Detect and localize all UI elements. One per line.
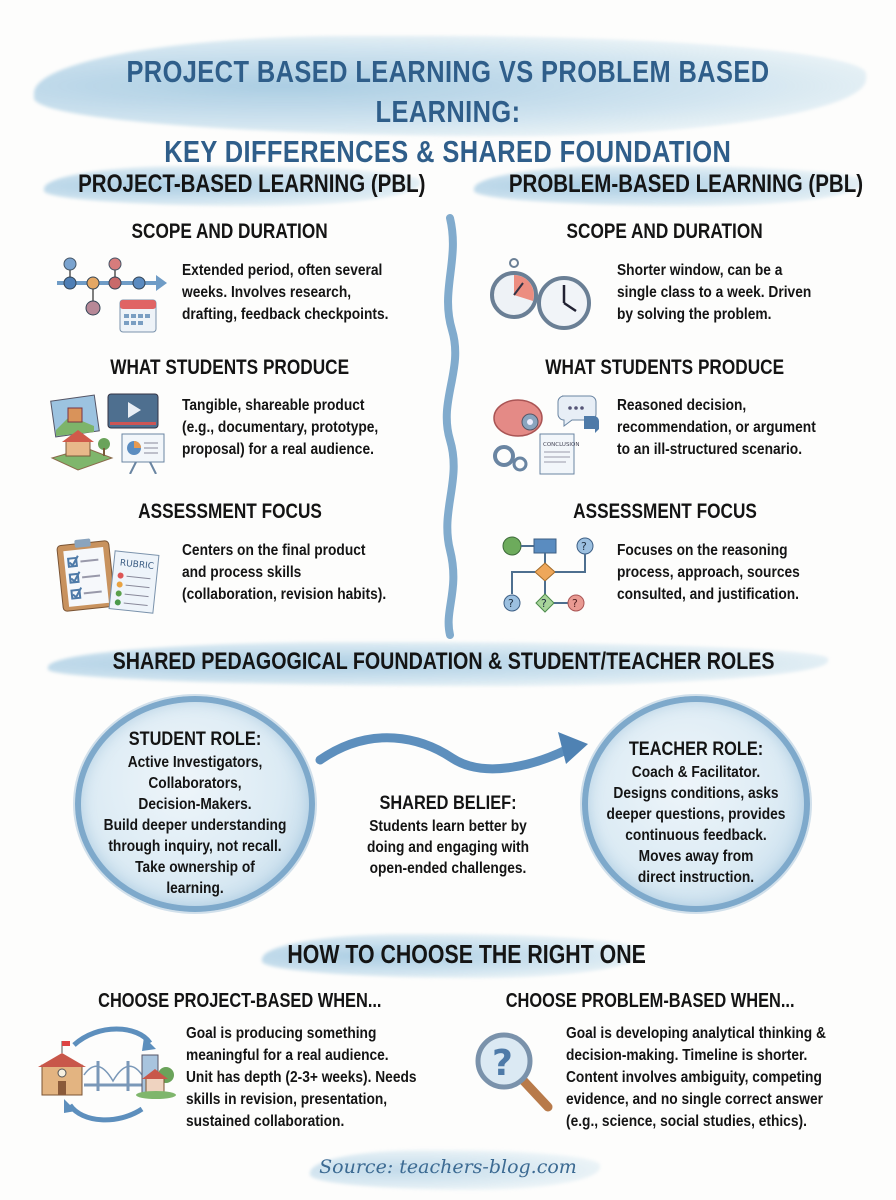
project-produce-text: Tangible, shareable product(e.g., docume… [182, 397, 379, 458]
svg-text:?: ? [581, 540, 587, 553]
teacher-role-circle [582, 696, 810, 912]
problem-produce-heading: WHAT STUDENTS PRODUCE [545, 356, 785, 379]
svg-text:?: ? [572, 597, 578, 610]
problem-header-wash [474, 166, 862, 206]
shared-header-wash [48, 642, 828, 686]
choose-project-heading: CHOOSE PROJECT-BASED WHEN... [98, 990, 382, 1012]
student-role-circle [75, 696, 315, 912]
shared-header: SHARED PEDAGOGICAL FOUNDATION & STUDENT/… [112, 648, 775, 675]
brain-gears-document-icon: CONCLUSION [493, 395, 599, 475]
stopwatch-clock-icon [490, 258, 591, 330]
choose-problem-text: Goal is developing analytical thinking &… [566, 1025, 826, 1130]
page-title: PROJECT BASED LEARNING VS PROBLEM BASED … [126, 54, 770, 169]
student-role-text: STUDENT ROLE: Active Investigators, Coll… [103, 729, 287, 897]
project-assessment-heading: ASSESSMENT FOCUS [138, 500, 322, 523]
source-wash [310, 1150, 600, 1190]
problem-produce-text: Reasoned decision,recommendation, or arg… [617, 397, 816, 458]
school-bridge-community-icon [38, 1026, 176, 1123]
flow-arrow [315, 732, 588, 774]
problem-header: PROBLEM-BASED LEARNING (PBL) [508, 170, 864, 198]
svg-text:RUBRIC: RUBRIC [119, 558, 154, 572]
magnifier-question-icon: ? [475, 1032, 553, 1112]
wavy-divider [442, 214, 460, 639]
project-header-wash [44, 166, 420, 206]
flowchart-icon: ? ? ? ? [502, 536, 594, 613]
problem-scope-heading: SCOPE AND DURATION [566, 220, 764, 243]
problem-assessment-heading: ASSESSMENT FOCUS [573, 500, 757, 523]
project-header: PROJECT-BASED LEARNING (PBL) [78, 170, 426, 198]
timeline-calendar-icon [57, 257, 167, 333]
svg-text:?: ? [508, 597, 514, 610]
clipboard-rubric-icon: RUBRIC [56, 538, 160, 614]
source-credit: Source: teachers-blog.com [319, 1156, 577, 1178]
choose-problem-heading: CHOOSE PROBLEM-BASED WHEN... [505, 990, 795, 1012]
media-products-icon [50, 393, 165, 474]
svg-text:CONCLUSION: CONCLUSION [543, 442, 580, 448]
project-produce-heading: WHAT STUDENTS PRODUCE [110, 356, 350, 379]
svg-text:?: ? [541, 597, 547, 610]
title-wash [34, 36, 866, 136]
teacher-role-text: TEACHER ROLE: Coach & Facilitator. Desig… [606, 739, 786, 886]
choose-header: HOW TO CHOOSE THE RIGHT ONE [287, 939, 646, 969]
choose-header-wash [262, 934, 642, 978]
shared-belief-text: SHARED BELIEF: Students learn better by … [366, 793, 530, 877]
svg-text:?: ? [492, 1043, 513, 1084]
project-scope-heading: SCOPE AND DURATION [131, 220, 329, 243]
